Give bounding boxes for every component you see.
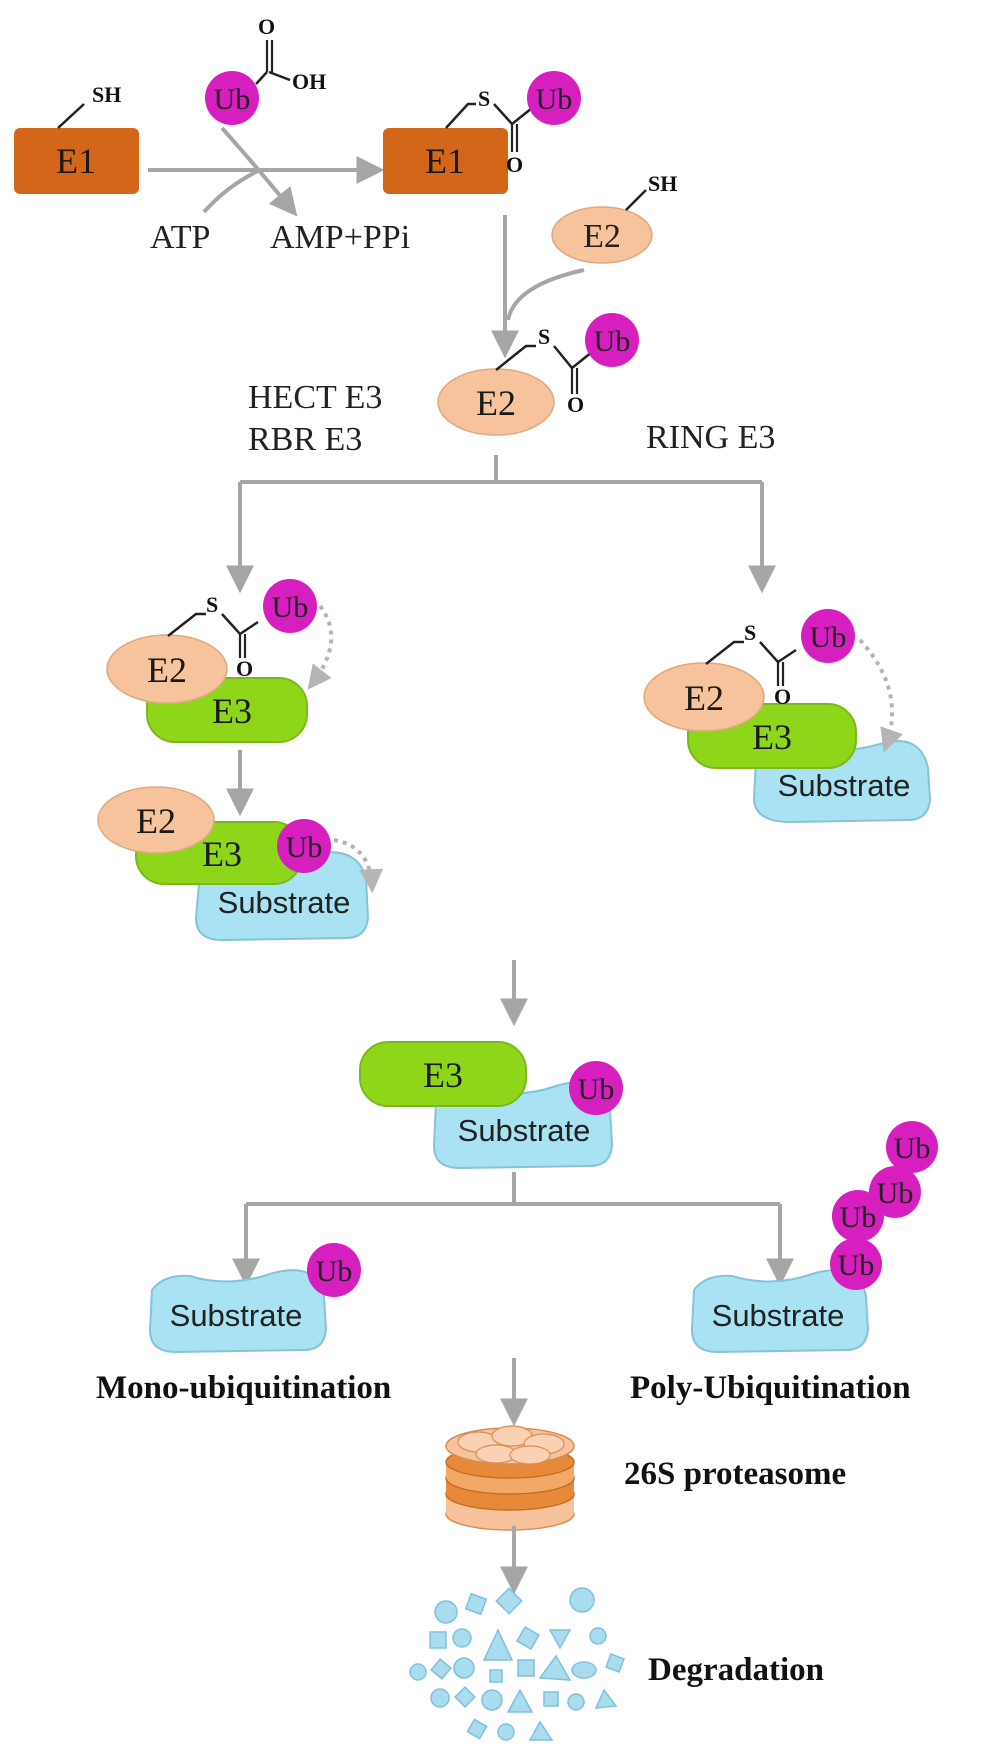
peptide-fragments-icon bbox=[409, 1587, 625, 1741]
s-label-ring: S bbox=[744, 620, 756, 645]
degradation-label: Degradation bbox=[648, 1652, 824, 1688]
branch-split-top bbox=[240, 455, 762, 484]
ub-label-free: Ub bbox=[214, 83, 251, 116]
ub-mono bbox=[307, 1243, 361, 1297]
ub-label-poly-2: Ub bbox=[840, 1201, 877, 1234]
e3-label-hect-2: E3 bbox=[202, 834, 242, 874]
substrate-label-ring: Substrate bbox=[778, 768, 911, 803]
mono-ubiquitination-product: Substrate Ub Mono-ubiquitination bbox=[96, 1243, 391, 1406]
sh-label-e1: SH bbox=[92, 82, 121, 107]
ring-branch: Substrate E3 E2 S O Ub bbox=[643, 609, 932, 824]
o-label-e2: O bbox=[567, 392, 584, 417]
s-label-hect: S bbox=[206, 592, 218, 617]
ub-on-e1 bbox=[527, 71, 581, 125]
ub-poly-1 bbox=[830, 1238, 882, 1290]
o-label-ring: O bbox=[774, 684, 791, 709]
poly-ubiquitination-label: Poly-Ubiquitination bbox=[630, 1370, 911, 1406]
hect-rbr-branch: E3 E2 S O Ub Substrate E3 E2 Ub bbox=[97, 579, 384, 942]
o-label-cooh: O bbox=[258, 14, 275, 39]
ub-label-e2: Ub bbox=[594, 325, 631, 358]
e2-label-complex: E2 bbox=[476, 383, 516, 423]
ring-e3-label: RING E3 bbox=[646, 419, 775, 456]
e3-center bbox=[359, 1041, 527, 1107]
s-label-e1: S bbox=[478, 86, 490, 111]
proteasome-stack-icon bbox=[445, 1425, 575, 1531]
poly-ubiquitination-product: Substrate Ub Ub Ub Ub Poly-Ubiquitinatio… bbox=[630, 1121, 938, 1406]
branch-split-bottom bbox=[246, 1172, 780, 1206]
ub-label-mono: Ub bbox=[316, 1255, 353, 1288]
ub-label-ring: Ub bbox=[810, 621, 847, 654]
ub-poly-4 bbox=[886, 1121, 938, 1173]
mono-ubiquitination-label: Mono-ubiquitination bbox=[96, 1370, 391, 1406]
e2-label-hect-2: E2 bbox=[136, 801, 176, 841]
proteasome-label: 26S proteasome bbox=[624, 1456, 846, 1492]
e1-activation-step: E1 SH Ub O OH ATP AMP+PPi E1 S O Ub bbox=[14, 14, 581, 256]
oh-label: OH bbox=[292, 69, 326, 94]
ub-label-hect-2: Ub bbox=[286, 831, 323, 864]
substrate-label-center: Substrate bbox=[458, 1113, 591, 1148]
ub-poly-2 bbox=[832, 1190, 884, 1242]
e2-hect-2 bbox=[97, 786, 215, 854]
e3-label-hect-1: E3 bbox=[212, 691, 252, 731]
e2-ring bbox=[643, 662, 765, 732]
e2-label-free: E2 bbox=[583, 218, 621, 255]
e1-label-left: E1 bbox=[56, 141, 96, 181]
ub-center bbox=[569, 1061, 623, 1115]
ub-label-center: Ub bbox=[578, 1073, 615, 1106]
e1-enzyme-right bbox=[383, 128, 508, 194]
ub-label-poly-3: Ub bbox=[877, 1177, 914, 1210]
e2-transfer-step: E2 SH E2 S O Ub bbox=[437, 171, 677, 436]
e1-enzyme-left bbox=[14, 128, 139, 194]
ub-hect-1 bbox=[263, 579, 317, 633]
ub-label-poly-1: Ub bbox=[838, 1249, 875, 1282]
ub-on-e2 bbox=[585, 313, 639, 367]
e2-label-hect-1: E2 bbox=[147, 650, 187, 690]
substrate-label-poly: Substrate bbox=[712, 1298, 845, 1333]
e2-hect-1 bbox=[106, 634, 228, 704]
ub-label-e1: Ub bbox=[536, 83, 573, 116]
e1-label-right: E1 bbox=[425, 141, 465, 181]
e2-free bbox=[551, 206, 653, 264]
hect-e3-label: HECT E3 bbox=[248, 379, 382, 416]
e2-label-ring: E2 bbox=[684, 678, 724, 718]
o-label-e1: O bbox=[506, 152, 523, 177]
e3-ub-substrate-complex: Substrate E3 Ub bbox=[359, 1041, 623, 1170]
o-label-hect: O bbox=[236, 656, 253, 681]
s-label-e2: S bbox=[538, 324, 550, 349]
e3-label-ring: E3 bbox=[752, 717, 792, 757]
rbr-e3-label: RBR E3 bbox=[248, 421, 362, 458]
substrate-label-hect: Substrate bbox=[218, 885, 351, 920]
ub-poly-3 bbox=[869, 1166, 921, 1218]
e3-label-center: E3 bbox=[423, 1055, 463, 1095]
ub-ring bbox=[801, 609, 855, 663]
atp-label: ATP bbox=[150, 219, 210, 256]
amp-label: AMP+PPi bbox=[270, 219, 410, 256]
substrate-label-mono: Substrate bbox=[170, 1298, 303, 1333]
ub-label-hect-1: Ub bbox=[272, 591, 309, 624]
ub-hect-2 bbox=[277, 819, 331, 873]
ub-label-poly-4: Ub bbox=[894, 1132, 931, 1165]
sh-label-e2: SH bbox=[648, 171, 677, 196]
ub-free bbox=[205, 71, 259, 125]
